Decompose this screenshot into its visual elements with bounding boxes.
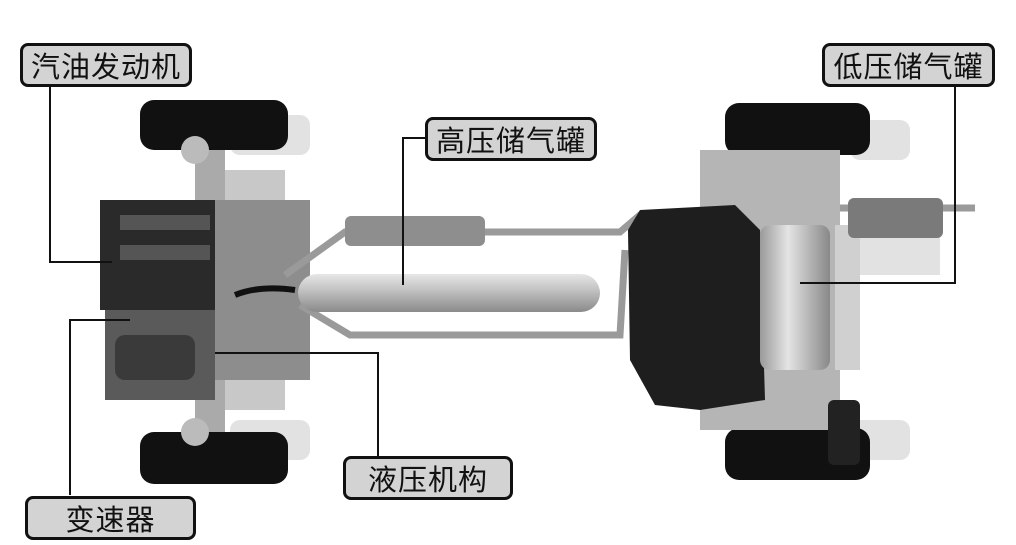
- front-muffler: [345, 216, 485, 246]
- high-pressure-tank: [298, 274, 600, 312]
- rear-muffler: [848, 198, 943, 238]
- label-hydraulic: 液压机构: [343, 456, 513, 500]
- leader-lines: [49, 87, 956, 495]
- label-engine: 汽油发动机: [20, 43, 192, 87]
- low-pressure-tank: [760, 225, 830, 370]
- front-wheels: [140, 100, 288, 484]
- engine-block: [100, 200, 215, 400]
- label-low-pressure-tank: 低压储气罐: [822, 43, 995, 87]
- fuel-tank: [628, 205, 765, 410]
- label-high-pressure-tank: 高压储气罐: [425, 117, 597, 161]
- label-transmission: 变速器: [25, 496, 196, 540]
